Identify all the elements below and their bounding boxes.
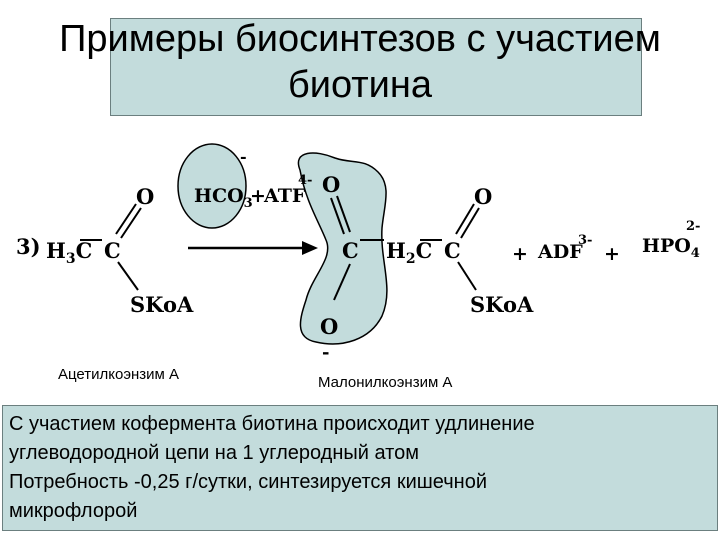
title-box	[110, 18, 642, 116]
product-skoa-group: SKoA	[470, 292, 534, 317]
malonyl-coa-caption: Малонилкоэнзим А	[318, 374, 453, 391]
bond-c-s	[117, 261, 139, 291]
product-carbonyl-carbon: C	[444, 238, 461, 263]
bond-c-o	[333, 263, 351, 301]
title-line-2: биотина	[287, 64, 433, 106]
hpo-formula: HPO4	[642, 235, 700, 261]
hpo-charge: 2-	[686, 219, 700, 234]
bond-double-6	[460, 207, 480, 239]
info-line-1: С участием кофермента биотина происходит…	[9, 413, 535, 435]
step-number: 3)	[16, 234, 41, 259]
bond-double-3	[330, 197, 345, 235]
malonyl-coa-structure: O C O - H2C C O SKoA	[320, 172, 534, 363]
atf-formula: ATF	[263, 185, 306, 207]
bicarbonate-formula: HCO3	[194, 185, 253, 211]
byproduct-plus-1: +	[512, 243, 528, 265]
atf-charge: 4-	[298, 173, 312, 188]
carboxyl-oxygen-bottom: O	[320, 314, 338, 339]
info-line-3: Потребность -0,25 г/сутки, синтезируется…	[9, 471, 488, 493]
h2c-group: H2C	[386, 238, 432, 267]
adf-formula: ADF	[537, 241, 583, 263]
bond-double-5	[455, 203, 475, 235]
carbonyl-carbon: C	[104, 238, 121, 263]
bond-double-1	[115, 203, 137, 235]
reaction-scheme: 3) H3C C O SKoA - HCO3 + ATF 4- O C O - …	[16, 143, 700, 363]
page-title: Примеры биосинтезов с участием биотина	[0, 16, 720, 108]
carboxyl-oxygen-charge: -	[322, 342, 329, 363]
title-line-1: Примеры биосинтезов с участием	[59, 18, 661, 60]
info-line-4: микрофлорой	[9, 500, 138, 522]
info-line-2: углеводородной цепи на 1 углеродный атом	[9, 442, 419, 464]
reaction-arrowhead	[302, 241, 318, 255]
bond-double-2	[120, 207, 142, 239]
reagent-plus: +	[250, 185, 266, 207]
carboxyl-oxygen-top: O	[322, 172, 340, 197]
acetyl-coa-structure: H3C C O SKoA	[46, 184, 194, 317]
product-carbonyl-oxygen: O	[474, 184, 492, 209]
carboxyl-highlight	[297, 152, 388, 345]
adf-charge: 3-	[578, 233, 592, 248]
carbonyl-oxygen: O	[136, 184, 154, 209]
bond-double-4	[336, 195, 351, 233]
skoa-group: SKoA	[130, 292, 194, 317]
bicarbonate-charge: -	[240, 147, 247, 166]
acetyl-coa-caption: Ацетилкоэнзим А	[58, 366, 180, 383]
byproduct-plus-2: +	[604, 243, 620, 265]
info-box: С участием кофермента биотина происходит…	[2, 405, 718, 531]
bicarbonate-highlight	[177, 143, 247, 229]
carboxyl-carbon: C	[342, 238, 359, 263]
bond-product-c-s	[457, 261, 477, 291]
h3c-group: H3C	[46, 238, 92, 267]
